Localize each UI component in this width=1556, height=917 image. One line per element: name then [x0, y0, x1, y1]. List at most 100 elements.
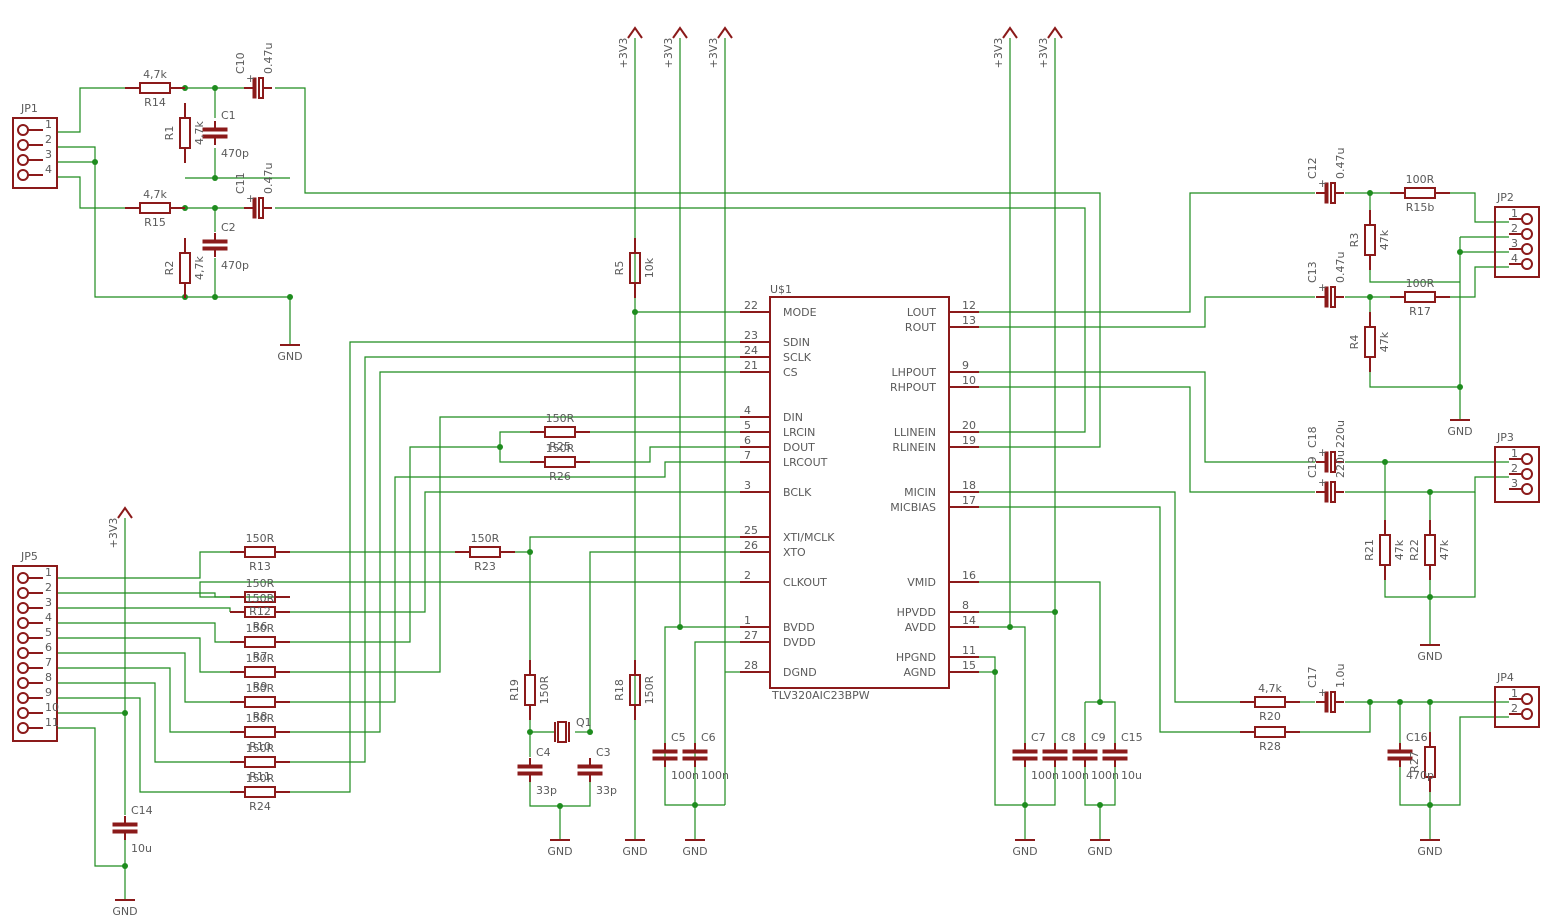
ic-pin-name: HPVDD	[897, 606, 936, 619]
ic-pin-name: MICBIAS	[890, 501, 936, 514]
resistor-R2	[179, 252, 191, 284]
junction-dot	[557, 803, 563, 809]
net-wire	[979, 371, 1315, 463]
ic-pin-name: ROUT	[905, 321, 936, 334]
capacitor-value: 33p	[536, 784, 557, 797]
net-wire	[57, 607, 231, 612]
net-wire	[499, 431, 530, 463]
gnd-label: GND	[1012, 845, 1037, 858]
capacitor-ref: C12	[1306, 157, 1319, 179]
capacitor-ref: C13	[1306, 261, 1319, 283]
capacitor-C19	[1324, 481, 1329, 503]
capacitor-C5	[652, 749, 678, 754]
resistor-R28	[1254, 726, 1286, 738]
connector-pin-number: 4	[1511, 252, 1518, 265]
capacitor-value: 0.47u	[262, 163, 275, 194]
ic-pin-number: 19	[962, 434, 976, 447]
connector-pin	[17, 587, 29, 599]
connector-pin-number: 9	[45, 686, 52, 699]
connector-ref: JP1	[20, 102, 38, 115]
polarity-mark: +	[1318, 476, 1327, 489]
resistor-R3	[1364, 224, 1376, 256]
ic-pin-name: LOUT	[907, 306, 936, 319]
ic-pin-name: LLINEIN	[894, 426, 936, 439]
resistor-ref: R12	[249, 605, 271, 618]
ic-pin-name: VMID	[907, 576, 936, 589]
polarity-mark: +	[1318, 686, 1327, 699]
connector-pin-number: 3	[1511, 477, 1518, 490]
connector-pin	[17, 124, 29, 136]
net-wire	[589, 551, 740, 732]
net-wire	[57, 551, 230, 579]
resistor-R8	[244, 696, 276, 708]
ic-pin-number: 26	[744, 539, 758, 552]
connector-pin-number: 3	[1511, 237, 1518, 250]
gnd-label: GND	[1417, 845, 1442, 858]
capacitor-C2	[202, 239, 228, 244]
ic-pin-number: 11	[962, 644, 976, 657]
resistor-ref: R26	[549, 470, 571, 483]
resistor-ref: R14	[144, 96, 166, 109]
capacitor-ref: C19	[1306, 456, 1319, 478]
gnd-label: GND	[112, 905, 137, 917]
ic-pin-number: 28	[744, 659, 758, 672]
net-wire	[590, 446, 740, 463]
vcc-label: +3V3	[1037, 38, 1050, 69]
connector-JP5	[12, 565, 58, 742]
resistor-value: 150R	[246, 592, 275, 605]
resistor-ref: R9	[253, 680, 268, 693]
ic-pin-name: SCLK	[783, 351, 812, 364]
ic-pin-number: 1	[744, 614, 751, 627]
connector-ref: JP4	[1496, 671, 1514, 684]
connector-pin	[17, 139, 29, 151]
net-wire	[1085, 701, 1116, 743]
connector-pin	[17, 692, 29, 704]
ic-value: TLV320AIC23BPW	[771, 689, 870, 702]
junction-dot	[1097, 802, 1103, 808]
junction-dot	[677, 624, 683, 630]
capacitor-value: 100n	[1061, 769, 1089, 782]
net-wire	[979, 656, 1025, 806]
ic-pin-name: XTO	[783, 546, 806, 559]
capacitor-ref: C18	[1306, 426, 1319, 448]
gnd-label: GND	[622, 845, 647, 858]
connector-pin-number: 11	[45, 716, 59, 729]
capacitor-C6	[682, 749, 708, 754]
capacitor-ref: C4	[536, 746, 551, 759]
capacitor-C4	[517, 764, 543, 769]
resistor-value: 150R	[546, 412, 575, 425]
ic-pin-name: BCLK	[783, 486, 812, 499]
net-wire	[979, 626, 1026, 743]
capacitor-ref: C10	[234, 52, 247, 74]
capacitor-ref: C5	[671, 731, 686, 744]
capacitor-C10	[252, 77, 257, 99]
resistor-value: 150R	[246, 577, 275, 590]
resistor-ref: R10	[249, 740, 271, 753]
ic-pin-number: 17	[962, 494, 976, 507]
ic-pin-number: 27	[744, 629, 758, 642]
resistor-R10	[244, 726, 276, 738]
resistor-ref: R15	[144, 216, 166, 229]
connector-pin-number: 10	[45, 701, 59, 714]
net-wire	[979, 192, 1315, 313]
resistor-ref: R1	[163, 126, 176, 141]
resistor-value: 150R	[546, 442, 575, 455]
ic-pin-number: 4	[744, 404, 751, 417]
ic-pin-number: 23	[744, 329, 758, 342]
connector-pin	[17, 154, 29, 166]
capacitor-C12	[1324, 182, 1329, 204]
capacitor-ref: C3	[596, 746, 611, 759]
capacitor-value: 220u	[1334, 450, 1347, 478]
ic-pin-name: LRCOUT	[783, 456, 828, 469]
parts	[12, 26, 1540, 901]
ic-pin-number: 2	[744, 569, 751, 582]
connector-pin	[17, 647, 29, 659]
connector-pin-number: 1	[45, 566, 52, 579]
ic-pin-name: MODE	[783, 306, 817, 319]
polarity-mark: +	[1318, 281, 1327, 294]
connector-pin	[1521, 228, 1533, 240]
ic-pin-number: 25	[744, 524, 758, 537]
resistor-R9	[244, 666, 276, 678]
capacitor-C18	[1324, 451, 1329, 473]
net-wire	[290, 341, 740, 793]
